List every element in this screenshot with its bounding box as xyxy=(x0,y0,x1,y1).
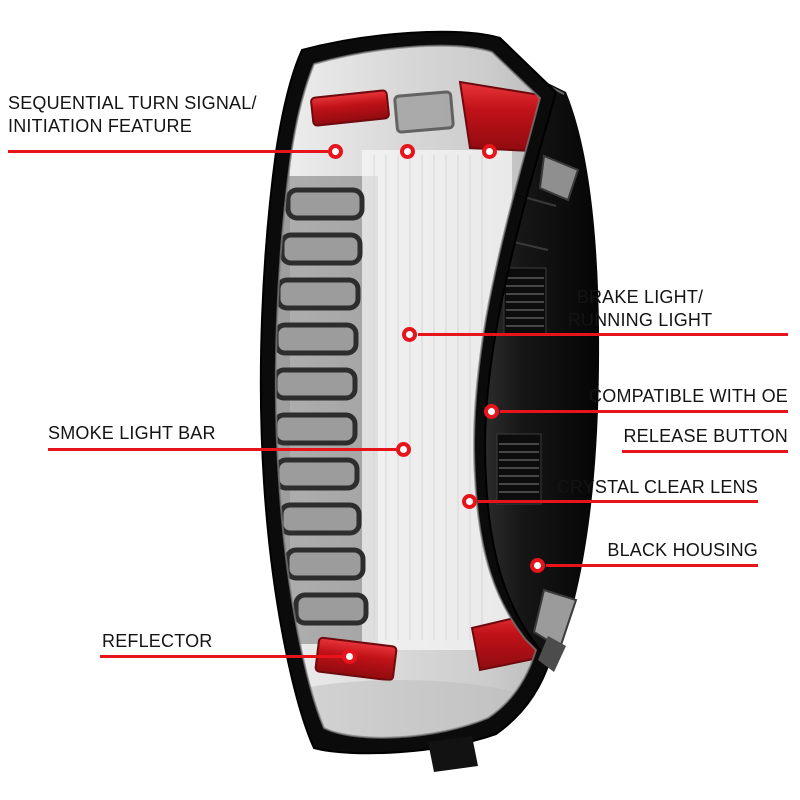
callout-dot xyxy=(530,558,545,573)
callout-dot xyxy=(462,494,477,509)
callout-label: COMPATIBLE WITH OE xyxy=(589,386,788,406)
callout-line xyxy=(622,450,788,453)
callout-line xyxy=(8,150,328,153)
housing-vent-upper xyxy=(503,267,547,335)
housing-vent-lower xyxy=(496,433,542,505)
callout-label: BRAKE LIGHT/ RUNNING LIGHT xyxy=(556,286,724,332)
callout-dot xyxy=(342,649,357,664)
callout-dot xyxy=(484,404,499,419)
callout-label: REFLECTOR xyxy=(102,631,213,651)
callout-label-line: INITIATION FEATURE xyxy=(8,116,192,136)
callout-line xyxy=(100,655,346,658)
callout-line xyxy=(500,410,788,413)
callout-label: BLACK HOUSING xyxy=(607,540,758,560)
callout-line xyxy=(418,333,788,336)
callout-dot xyxy=(396,442,411,457)
callout-line xyxy=(48,448,400,451)
callout-label: RELEASE BUTTON xyxy=(623,426,788,446)
mounting-brackets xyxy=(428,154,580,772)
callout-label: SMOKE LIGHT BAR xyxy=(48,423,216,443)
callout-label-line: SEQUENTIAL TURN SIGNAL/ xyxy=(8,93,257,113)
callout-dot xyxy=(482,144,497,159)
callout-line xyxy=(546,564,758,567)
callout-dot xyxy=(400,144,415,159)
callout-label: SEQUENTIAL TURN SIGNAL/ INITIATION FEATU… xyxy=(8,92,257,138)
callout-label-line: BRAKE LIGHT/ xyxy=(576,287,704,307)
callout-line xyxy=(478,500,758,503)
callout-dot xyxy=(402,327,417,342)
callout-dot xyxy=(328,144,343,159)
callout-label-line: RUNNING LIGHT xyxy=(567,310,713,330)
callout-label: CRYSTAL CLEAR LENS xyxy=(556,477,758,497)
top-turn-signal-segments xyxy=(310,80,540,154)
smoke-light-bar-segments xyxy=(275,187,369,626)
